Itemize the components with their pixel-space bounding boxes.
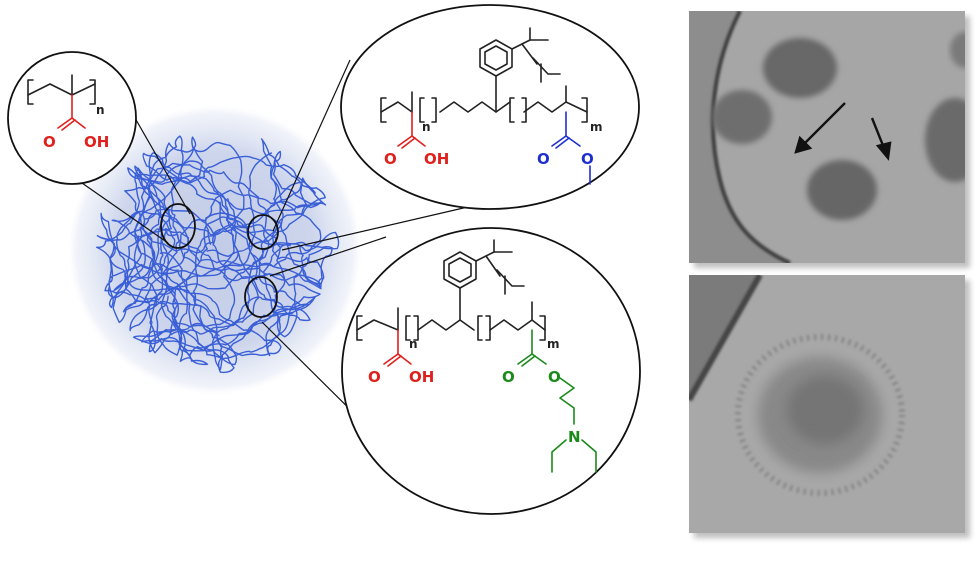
amine-subscript-n: n <box>409 337 418 351</box>
amine-subscript-m: m <box>547 337 560 351</box>
paa-zoom-bubble: n O OH <box>7 51 137 185</box>
polymer-chain <box>127 160 316 371</box>
paa-acid-oh: OH <box>84 133 109 151</box>
tem-particle <box>712 90 772 144</box>
ester-acid-oh: OH <box>424 150 449 168</box>
cryo-tem-top <box>689 11 970 268</box>
nanogel-particle <box>73 110 357 390</box>
selection-circle-paa <box>160 203 196 249</box>
selection-circle-amine <box>244 276 278 318</box>
amine-nitrogen: N <box>568 428 581 446</box>
amine-acid-oh: OH <box>409 368 434 386</box>
tem-particle-core <box>787 376 863 444</box>
paa-carbonyl-o: O <box>43 133 56 151</box>
selection-circles <box>160 203 279 318</box>
amine-ester-oxygen: O <box>548 368 561 386</box>
polymer-chain <box>96 152 316 332</box>
ester-carbonyl-o: O <box>537 150 550 168</box>
polymer-chain <box>96 162 340 338</box>
tem-particle <box>763 38 837 98</box>
amine-acid-carbonyl-o: O <box>368 368 381 386</box>
ester-zoom-bubble: O OH O O n m <box>340 4 640 210</box>
selection-circle-ester <box>247 214 279 250</box>
tem-particle <box>925 98 965 182</box>
ester-subscript-m: m <box>590 120 603 134</box>
ester-acid-carbonyl-o: O <box>384 150 397 168</box>
tem-particle <box>950 32 965 68</box>
ester-subscript-n: n <box>422 120 431 134</box>
tem-arrows <box>794 102 892 161</box>
ester-oxygen: O <box>581 150 594 168</box>
paa-subscript: n <box>96 103 105 117</box>
tem-particle <box>807 160 877 220</box>
cryo-tem-bottom <box>689 275 970 538</box>
amine-ester-carbonyl-o: O <box>502 368 515 386</box>
amine-zoom-bubble: O OH O O N n m <box>341 227 641 515</box>
